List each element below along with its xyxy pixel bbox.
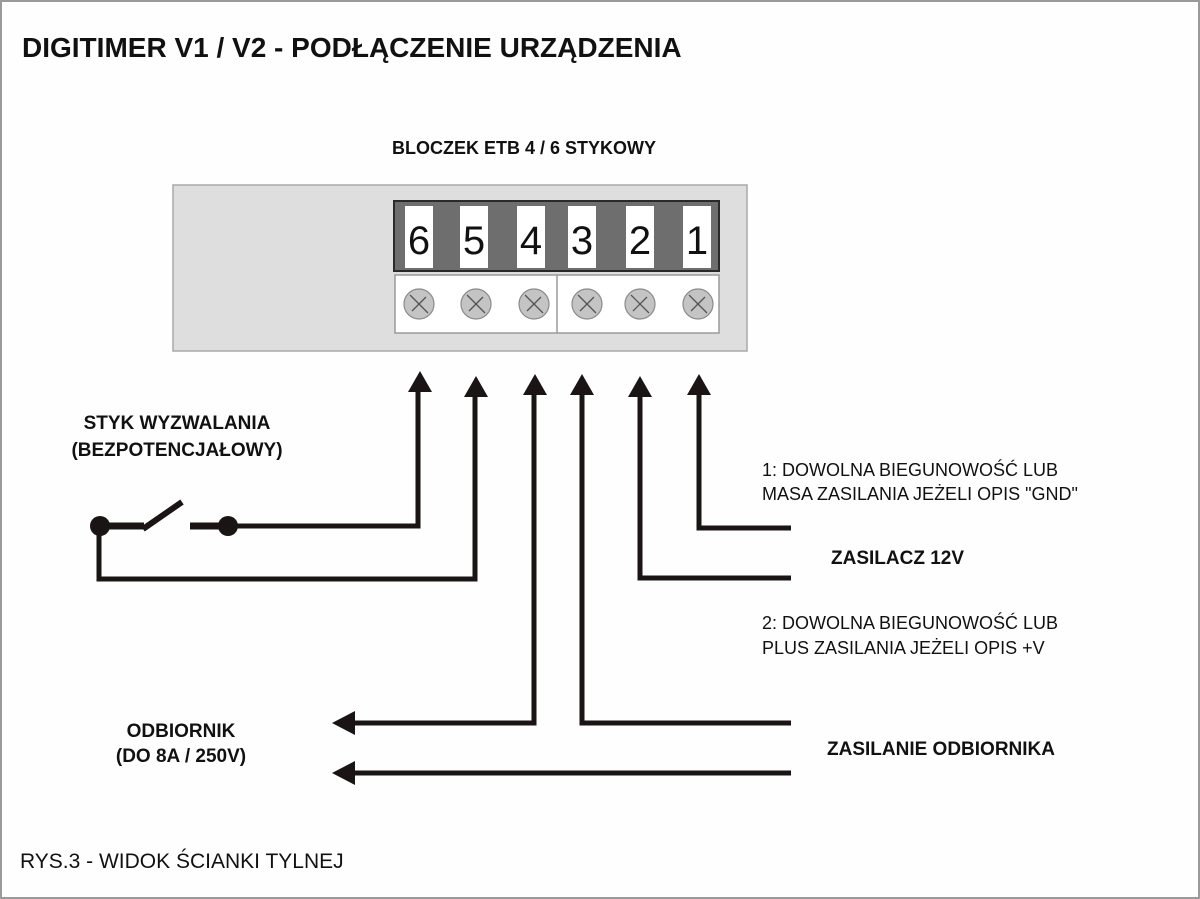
terminal-label-card (683, 206, 711, 268)
terminal2-note-line2: PLUS ZASILANIA JEŻELI OPIS +V (762, 638, 1045, 658)
terminal-label-card (517, 206, 545, 268)
arrow-up-icon (464, 376, 488, 397)
terminal1-note-line2: MASA ZASILANIA JEŻELI OPIS "GND" (762, 484, 1078, 504)
arrow-up-icon (408, 371, 432, 392)
wire-terminal-5 (96, 392, 478, 582)
terminal2-note-line1: 2: DOWOLNA BIEGUNOWOŚĆ LUB (762, 612, 1058, 633)
arrow-left-icon (332, 761, 355, 785)
terminal-number: 6 (408, 219, 430, 263)
terminal-label-strip (393, 200, 720, 272)
receiver-rating: (DO 8A / 250V) (116, 746, 246, 767)
arrow-up-icon (570, 374, 594, 395)
terminal-number: 4 (520, 219, 542, 263)
arrow-up-icon (628, 376, 652, 397)
terminal-number: 3 (571, 219, 593, 263)
terminal-number: 2 (629, 219, 651, 263)
terminal-label-card (405, 206, 433, 268)
trigger-contact-label: STYK WYZWALANIA (84, 413, 271, 434)
wire-terminal-2 (637, 392, 791, 581)
arrow-up-icon (687, 374, 711, 395)
screw-slot (411, 296, 427, 312)
receiver-label: ODBIORNIK (127, 721, 236, 742)
page-title: DIGITIMER V1 / V2 - PODŁĄCZENIE URZĄDZEN… (22, 32, 682, 63)
block-heading: BLOCZEK ETB 4 / 6 STYKOWY (392, 138, 656, 158)
wire-terminal-1 (696, 392, 791, 531)
terminal-label-card (460, 206, 488, 268)
screw-slot (526, 296, 542, 312)
terminal-number: 5 (463, 219, 485, 263)
switch-blade (141, 499, 184, 532)
screw-slot (468, 296, 484, 312)
wire-terminal-6 (228, 392, 421, 529)
screw-slot (632, 296, 648, 312)
trigger-contact-sublabel: (BEZPOTENCJAŁOWY) (71, 440, 282, 461)
wire-terminal-3 (579, 392, 791, 726)
terminal-number: 1 (686, 219, 708, 263)
screw-slot (579, 296, 595, 312)
wire-terminal-4 (355, 392, 537, 726)
receiver-supply-label: ZASILANIE ODBIORNIKA (827, 739, 1055, 760)
figure-caption: RYS.3 - WIDOK ŚCIANKI TYLNEJ (20, 849, 344, 873)
terminal-label-card (568, 206, 596, 268)
terminal-label-card (626, 206, 654, 268)
switch-terminal-left (90, 516, 110, 536)
arrow-up-icon (523, 374, 547, 395)
switch-terminal-right (218, 516, 238, 536)
screw-slot (690, 296, 706, 312)
power-supply-label: ZASILACZ 12V (831, 548, 964, 569)
terminal1-note-line1: 1: DOWOLNA BIEGUNOWOŚĆ LUB (762, 459, 1058, 480)
arrow-left-icon (332, 711, 355, 735)
